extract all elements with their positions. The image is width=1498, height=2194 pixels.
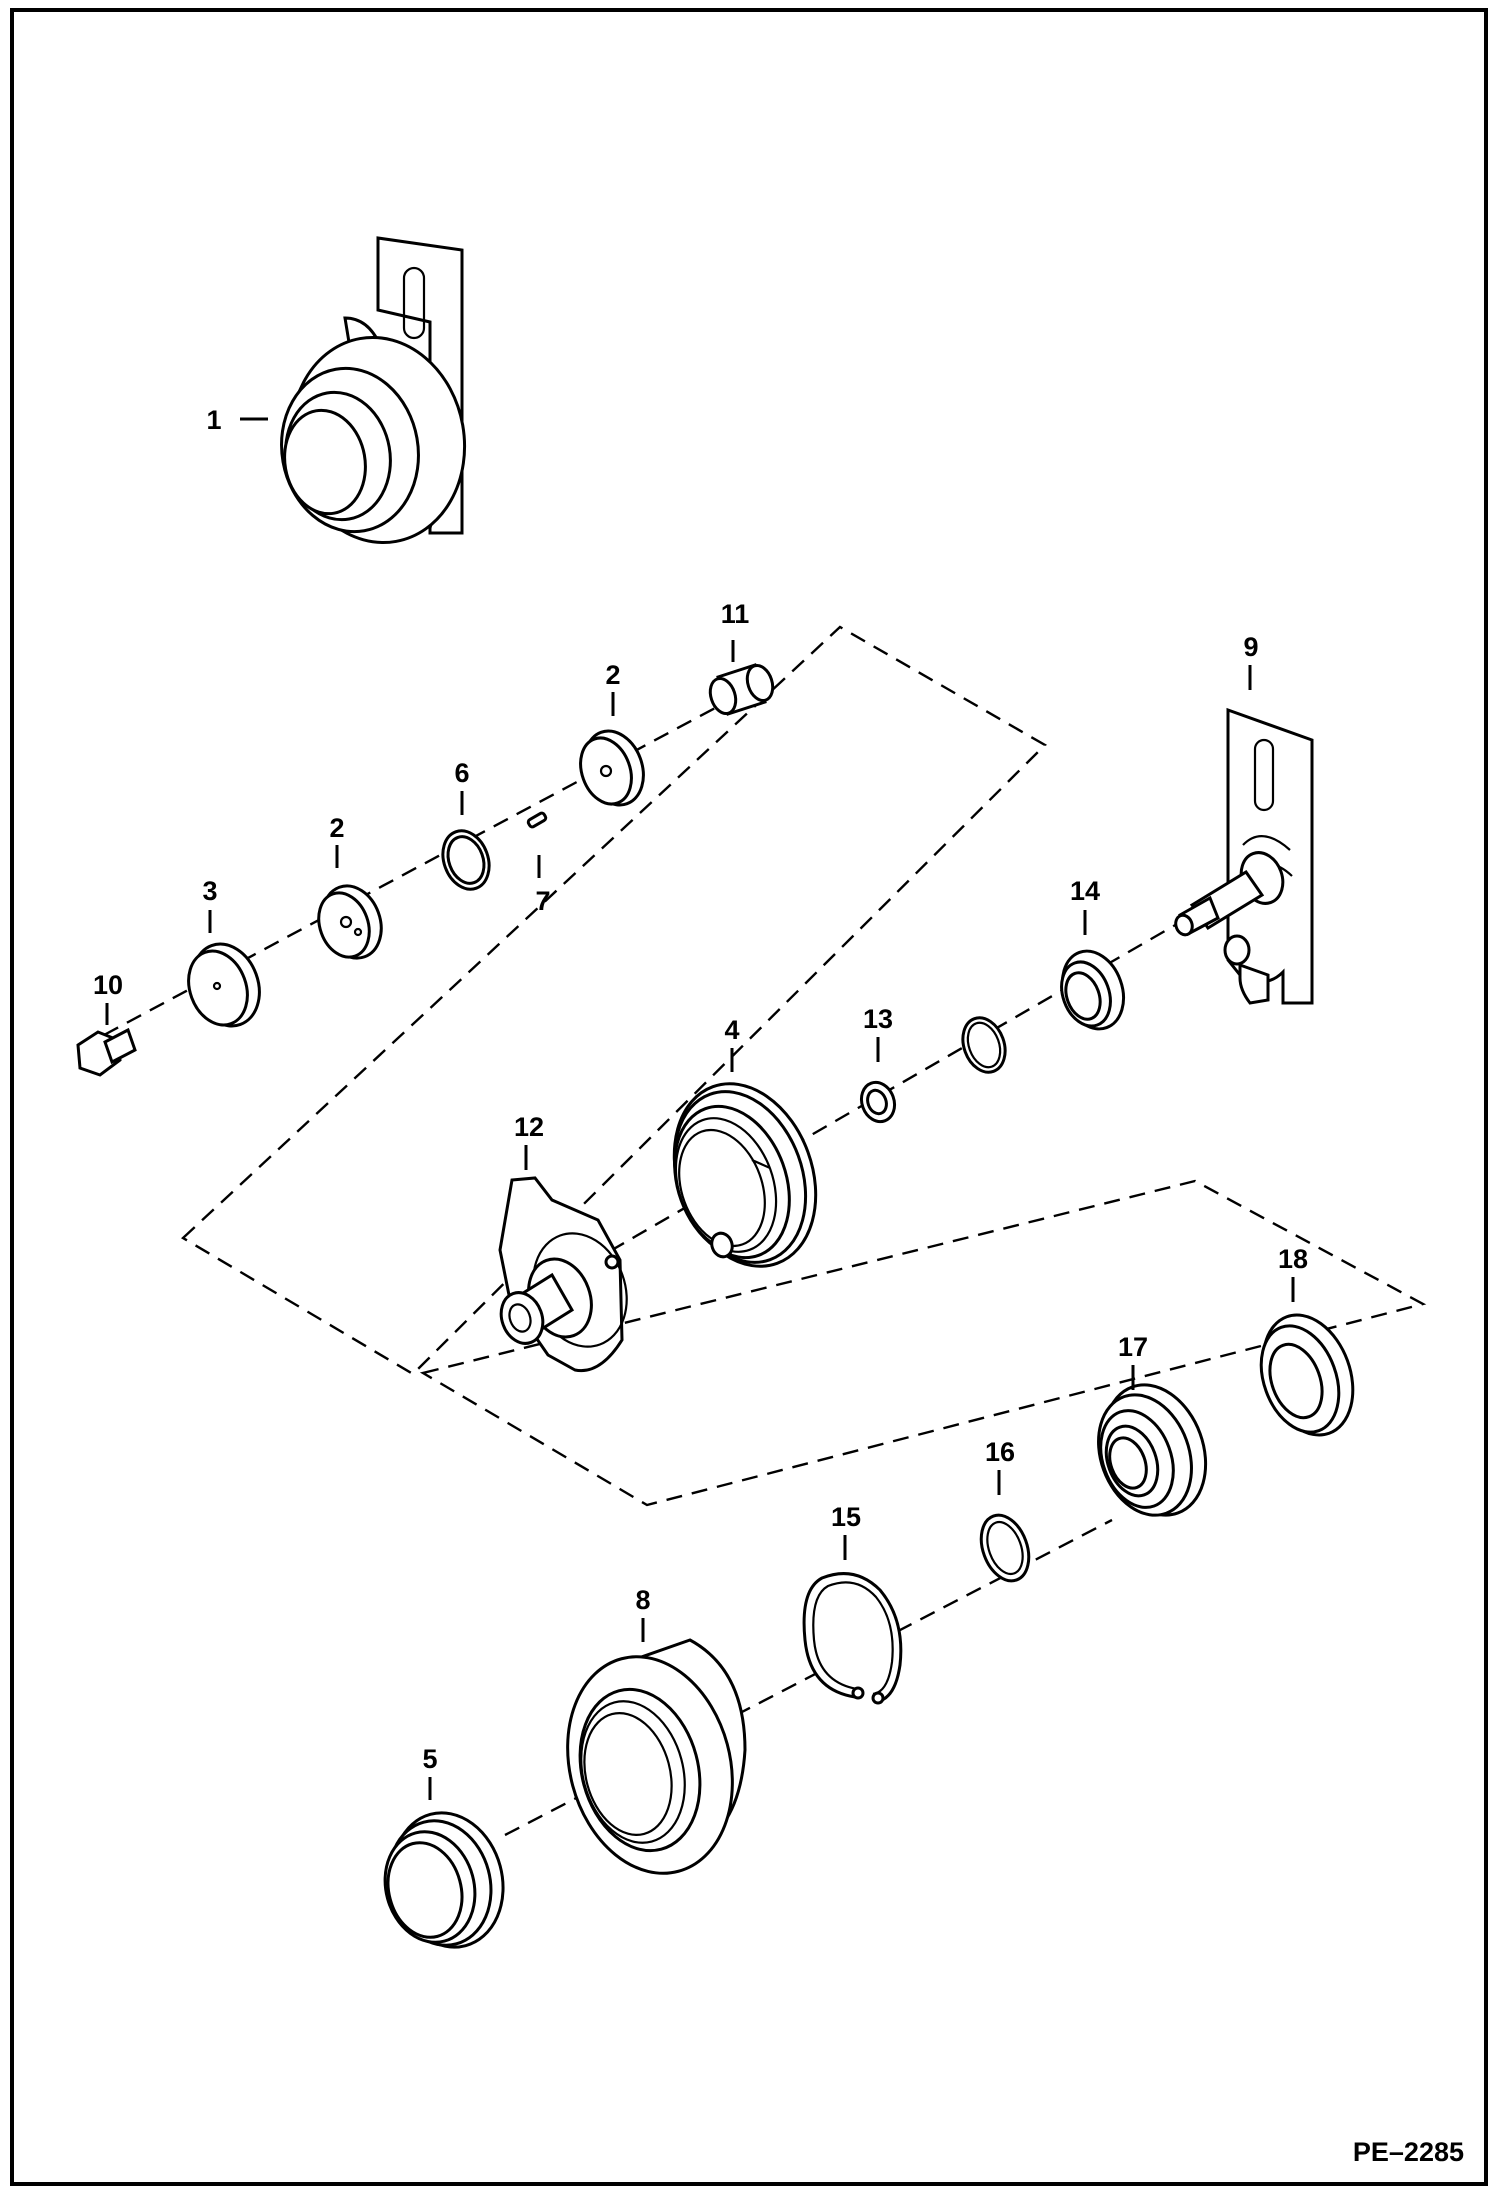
callout-11: 11 bbox=[721, 599, 750, 629]
callout-8: 8 bbox=[635, 1585, 650, 1615]
part-11-bushing bbox=[708, 663, 775, 716]
callout-9: 9 bbox=[1243, 632, 1258, 662]
part-16-snap-ring bbox=[979, 1513, 1031, 1583]
callout-6: 6 bbox=[454, 758, 469, 788]
figure-code: PE–2285 bbox=[1352, 2137, 1464, 2167]
part-18-thrust-washer bbox=[1259, 1313, 1355, 1437]
callout-17: 17 bbox=[1118, 1332, 1148, 1362]
callout-16: 16 bbox=[985, 1437, 1015, 1467]
callout-12: 12 bbox=[514, 1112, 544, 1142]
o-ring bbox=[961, 1016, 1007, 1074]
part-1-idler-assembly bbox=[280, 236, 467, 545]
callout-5: 5 bbox=[422, 1744, 437, 1774]
callout-2-lower: 2 bbox=[329, 813, 344, 843]
dashed-assembly-outline-lower bbox=[419, 1179, 1427, 1507]
part-8-idler-wheel bbox=[566, 1638, 747, 1875]
callout-4: 4 bbox=[724, 1015, 739, 1045]
callout-1: 1 bbox=[206, 405, 221, 435]
part-5-hub-cap bbox=[383, 1811, 505, 1949]
part-4-spring bbox=[672, 1082, 818, 1268]
callout-7: 7 bbox=[535, 886, 550, 916]
part-13-washer bbox=[859, 1080, 897, 1124]
leader-lines bbox=[105, 417, 1295, 1800]
part-6-snap-ring bbox=[441, 829, 491, 891]
callout-10: 10 bbox=[93, 970, 123, 1000]
part-7-pin bbox=[526, 811, 548, 829]
part-15-retaining-ring bbox=[802, 1572, 903, 1705]
part-17-bearing bbox=[1097, 1383, 1208, 1517]
callout-15: 15 bbox=[831, 1502, 861, 1532]
callout-18: 18 bbox=[1278, 1244, 1308, 1274]
callout-2-upper: 2 bbox=[605, 660, 620, 690]
dashed-assembly-outline-upper bbox=[181, 625, 1047, 1376]
part-9-mount-arm bbox=[1174, 707, 1314, 1005]
part-14-seal bbox=[1060, 949, 1125, 1031]
callout-3: 3 bbox=[202, 876, 217, 906]
callout-13: 13 bbox=[863, 1004, 893, 1034]
callout-14: 14 bbox=[1070, 876, 1100, 906]
part-10-bolt bbox=[76, 1027, 137, 1077]
part-2-washer-upper bbox=[579, 729, 645, 807]
part-12-spindle bbox=[498, 1176, 628, 1373]
part-3-plate bbox=[187, 942, 261, 1028]
part-2-washer-lower bbox=[317, 884, 383, 960]
